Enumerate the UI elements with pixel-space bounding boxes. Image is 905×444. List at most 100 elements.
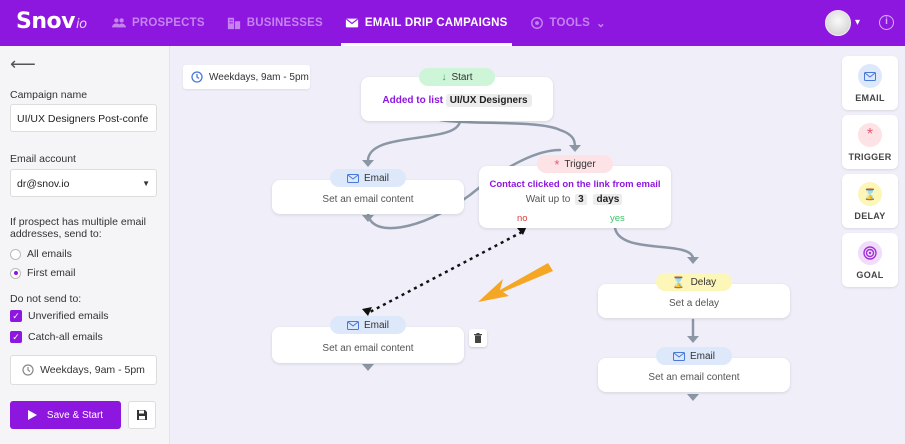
email-pill: Email: [330, 169, 406, 187]
save-draft-button[interactable]: [128, 401, 156, 429]
email-node-2[interactable]: Email Set an email content: [272, 316, 464, 363]
target-icon: [858, 241, 882, 265]
campaign-name-label: Campaign name: [10, 89, 88, 101]
clock-icon: [22, 364, 34, 376]
schedule-label: Weekdays, 9am - 5pm: [40, 364, 145, 376]
campaign-name-input[interactable]: UI/UX Designers Post-confe: [10, 104, 157, 132]
checkbox-label: Catch-all emails: [28, 331, 103, 343]
email-node-text: Set an email content: [322, 343, 414, 354]
trigger-pill: * Trigger: [537, 155, 613, 173]
email-pill: Email: [656, 347, 732, 365]
checkbox-unverified[interactable]: ✓ Unverified emails: [10, 310, 109, 322]
do-not-send-label: Do not send to:: [10, 293, 82, 305]
envelope-icon: [346, 320, 359, 330]
email-node-3[interactable]: Email Set an email content: [598, 347, 790, 392]
delay-node-text: Set a delay: [668, 298, 720, 309]
checkbox-catch-all[interactable]: ✓ Catch-all emails: [10, 331, 103, 343]
asterisk-icon: *: [554, 156, 560, 172]
pill-label: Start: [451, 71, 473, 83]
branch-no-label: no: [517, 213, 528, 224]
step-palette: EMAIL * TRIGGER ⌛ DELAY GOAL: [836, 46, 905, 444]
hourglass-icon: ⌛: [858, 182, 882, 206]
checkmark-icon[interactable]: ✓: [10, 331, 22, 343]
save-and-start-button[interactable]: Save & Start: [10, 401, 121, 429]
trash-icon: [474, 333, 482, 343]
palette-email-tile[interactable]: EMAIL: [842, 56, 898, 110]
schedule-button[interactable]: Weekdays, 9am - 5pm: [10, 355, 157, 385]
nav-prospects[interactable]: PROSPECTS: [112, 0, 205, 46]
palette-label: EMAIL: [855, 93, 885, 103]
nav-businesses[interactable]: BUSINESSES: [227, 0, 323, 46]
checkbox-label: Unverified emails: [28, 310, 109, 322]
hourglass-icon: ⌛: [671, 276, 686, 289]
schedule-chip[interactable]: Weekdays, 9am - 5pm: [183, 65, 310, 89]
asterisk-icon: *: [858, 123, 882, 147]
floppy-disk-icon: [137, 410, 147, 420]
schedule-chip-label: Weekdays, 9am - 5pm: [209, 71, 309, 83]
envelope-icon: [672, 351, 685, 361]
palette-label: DELAY: [854, 211, 886, 221]
delay-pill: ⌛ Delay: [656, 273, 732, 291]
multiple-emails-label: If prospect has multiple email addresses…: [10, 216, 146, 240]
start-node[interactable]: ↓ Start Added to list UI/UX Designers: [361, 68, 553, 121]
palette-delay-tile[interactable]: ⌛ DELAY: [842, 174, 898, 228]
email-node-1[interactable]: Email Set an email content: [272, 169, 464, 214]
main-nav: PROSPECTS BUSINESSES EMAIL DRIP CAMPAIGN…: [112, 0, 606, 46]
play-icon: [27, 410, 37, 420]
account-chevron-down-icon[interactable]: ▾: [855, 17, 861, 28]
email-account-value: dr@snov.io: [17, 178, 70, 190]
email-node-text: Set an email content: [322, 194, 414, 205]
radio-button-selected[interactable]: [10, 267, 21, 279]
pill-label: Email: [689, 350, 715, 362]
people-icon: [112, 18, 126, 28]
pill-label: Delay: [690, 276, 717, 288]
start-pill: ↓ Start: [419, 68, 495, 86]
envelope-icon: [345, 18, 358, 28]
chevron-down-icon: ⌄: [595, 18, 606, 30]
delete-node-button[interactable]: [469, 329, 487, 347]
top-navigation-bar: Snovio PROSPECTS BUSINESSES EMAIL DRIP C…: [0, 0, 905, 46]
email-pill: Email: [330, 316, 406, 334]
back-arrow-icon[interactable]: ⟵: [10, 54, 36, 74]
snov-logo[interactable]: Snovio: [16, 9, 87, 34]
wait-prefix: Wait up to: [525, 194, 571, 205]
palette-goal-tile[interactable]: GOAL: [842, 233, 898, 287]
wait-unit: days: [593, 194, 623, 205]
user-avatar[interactable]: [825, 10, 851, 36]
nav-email-drip-campaigns[interactable]: EMAIL DRIP CAMPAIGNS: [340, 0, 512, 46]
added-to-list-text: Added to list: [382, 95, 443, 106]
trigger-wait-text: Wait up to 3 days: [479, 194, 671, 205]
palette-label: GOAL: [856, 270, 884, 280]
pill-label: Trigger: [564, 158, 596, 170]
radio-button[interactable]: [10, 248, 21, 260]
palette-label: TRIGGER: [848, 152, 892, 162]
clock-icon: [191, 71, 203, 83]
arrow-down-icon: ↓: [441, 71, 447, 83]
radio-first-email[interactable]: First email: [10, 267, 75, 279]
building-icon: [227, 17, 240, 30]
pill-label: Email: [363, 172, 389, 184]
trigger-node[interactable]: * Trigger Contact clicked on the link fr…: [479, 155, 671, 228]
wait-number: 3: [575, 194, 587, 205]
email-account-select[interactable]: dr@snov.io ▼: [10, 169, 157, 197]
email-node-text: Set an email content: [648, 372, 740, 383]
list-name-tag: UI/UX Designers: [445, 94, 532, 107]
campaign-settings-panel: ⟵ Campaign name UI/UX Designers Post-con…: [0, 46, 170, 444]
chevron-down-icon: ▼: [142, 179, 150, 188]
delay-node[interactable]: ⌛ Delay Set a delay: [598, 273, 790, 318]
email-account-label: Email account: [10, 153, 76, 165]
branch-yes-label: yes: [610, 213, 625, 224]
tools-icon: [530, 17, 543, 29]
radio-label: All emails: [27, 248, 72, 260]
nav-tools[interactable]: TOOLS ⌄: [530, 0, 606, 46]
radio-all-emails[interactable]: All emails: [10, 248, 72, 260]
envelope-icon: [858, 64, 882, 88]
checkmark-icon[interactable]: ✓: [10, 310, 22, 322]
pill-label: Email: [363, 319, 389, 331]
trigger-condition-text: Contact clicked on the link from email: [489, 179, 661, 190]
start-node-text: Added to list UI/UX Designers: [361, 94, 553, 107]
palette-trigger-tile[interactable]: * TRIGGER: [842, 115, 898, 169]
info-icon[interactable]: i: [879, 15, 894, 30]
envelope-icon: [346, 173, 359, 183]
radio-label: First email: [27, 267, 76, 279]
